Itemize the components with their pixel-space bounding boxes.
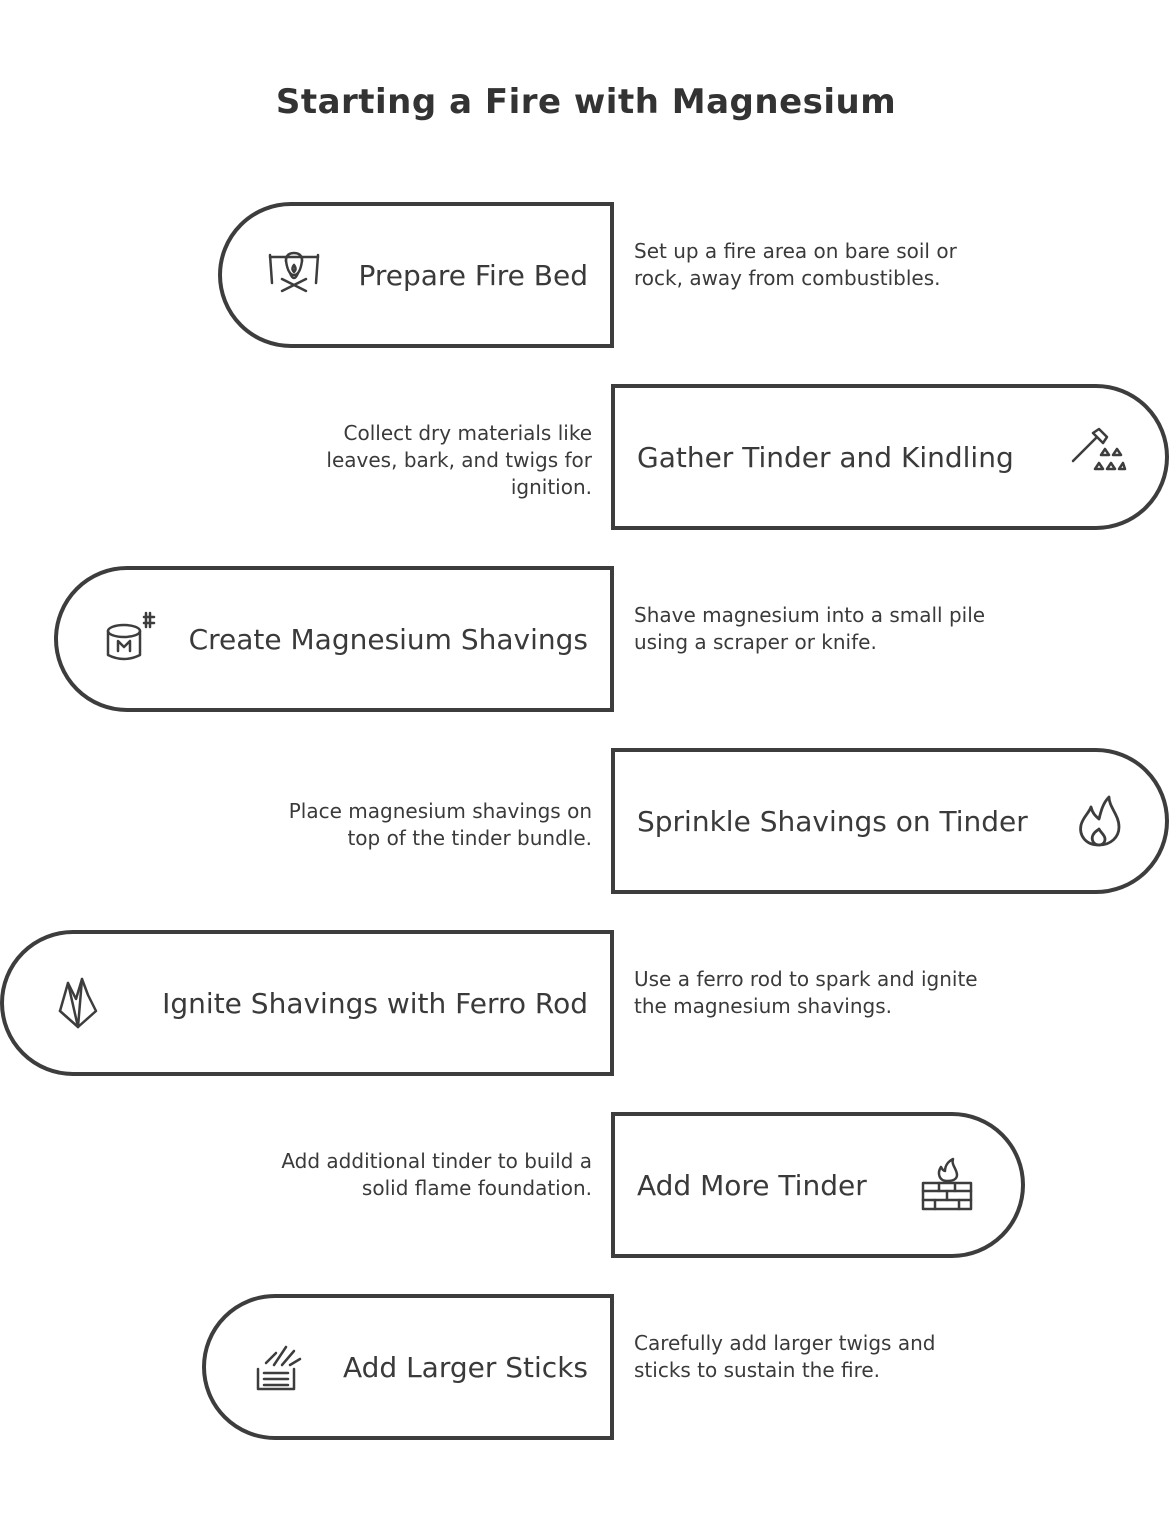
step-description: Add additional tinder to build a solid f… <box>281 1149 592 1200</box>
step-gather-tinder-kindling: Gather Tinder and Kindling <box>611 384 1169 530</box>
step-label: Gather Tinder and Kindling <box>637 440 1014 474</box>
step-label: Create Magnesium Shavings <box>188 622 588 656</box>
step-label: Ignite Shavings with Ferro Rod <box>162 986 588 1020</box>
step-description: Use a ferro rod to spark and ignite the … <box>634 967 978 1018</box>
stacked-sticks-icon <box>246 1335 310 1399</box>
flame-icon <box>1067 789 1131 853</box>
axe-wood-pile-icon <box>1063 425 1127 489</box>
step-description: Shave magnesium into a small pile using … <box>634 603 986 654</box>
step-label: Add Larger Sticks <box>342 1350 588 1384</box>
step-description: Set up a fire area on bare soil or rock,… <box>634 239 957 290</box>
step-prepare-fire-bed: Prepare Fire Bed <box>218 202 614 348</box>
step-label: Sprinkle Shavings on Tinder <box>637 804 1028 838</box>
step-description: Place magnesium shavings on top of the t… <box>288 799 592 850</box>
step-description: Collect dry materials like leaves, bark,… <box>326 421 592 499</box>
fire-spark-icon <box>48 971 112 1035</box>
step-create-magnesium-shavings: Create Magnesium Shavings <box>54 566 614 712</box>
step-description: Carefully add larger twigs and sticks to… <box>634 1331 936 1382</box>
step-ignite-shavings: Ignite Shavings with Ferro Rod <box>0 930 614 1076</box>
magnesium-block-icon <box>98 607 162 671</box>
step-label: Prepare Fire Bed <box>358 258 588 292</box>
step-add-larger-sticks: Add Larger Sticks <box>202 1294 614 1440</box>
fire-on-bricks-icon <box>915 1153 979 1217</box>
campfire-cooking-icon <box>262 243 326 307</box>
step-label: Add More Tinder <box>637 1168 867 1202</box>
diagram-title: Starting a Fire with Magnesium <box>275 82 897 122</box>
step-sprinkle-shavings: Sprinkle Shavings on Tinder <box>611 748 1169 894</box>
step-add-more-tinder: Add More Tinder <box>611 1112 1025 1258</box>
